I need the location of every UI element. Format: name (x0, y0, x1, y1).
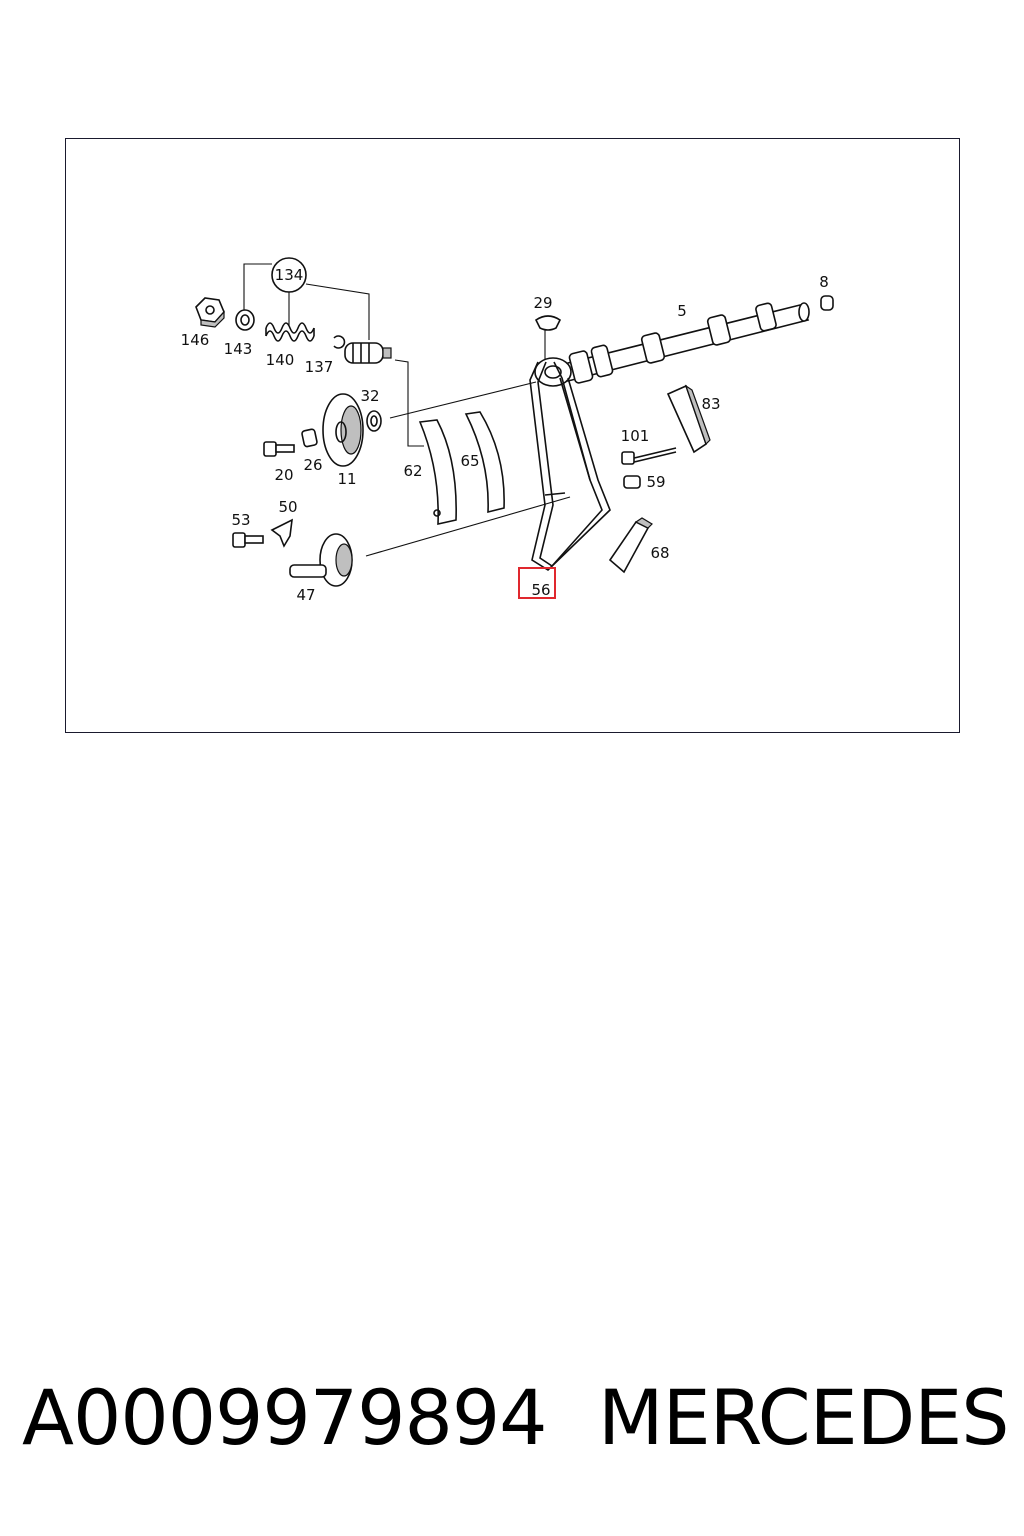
part-65-guide-rail (464, 411, 505, 514)
footer: A0009979894 MERCEDES (0, 1372, 1024, 1472)
part-143-washer (235, 309, 255, 331)
part-53-bolt (232, 532, 264, 548)
diagram-frame (65, 138, 960, 733)
part-50-bracket (270, 518, 293, 548)
part-camshaft-sprocket (534, 357, 572, 387)
label-140: 140 (266, 351, 295, 369)
label-134: 134 (275, 266, 304, 284)
part-29-plug (534, 315, 562, 331)
part-tensioner-plunger (344, 342, 392, 364)
part-47-gear-shaft (289, 533, 353, 587)
part-59-link (623, 475, 641, 489)
label-137: 137 (305, 358, 334, 376)
label-47: 47 (296, 586, 315, 604)
label-20: 20 (274, 466, 293, 484)
part-8-plug (820, 295, 834, 311)
part-26-washer (301, 428, 318, 448)
label-11: 11 (337, 470, 356, 488)
label-83: 83 (701, 395, 720, 413)
part-62-guide-rail (418, 419, 457, 526)
label-68: 68 (650, 544, 669, 562)
part-83-guide (666, 384, 711, 454)
label-59: 59 (646, 473, 665, 491)
label-65: 65 (460, 452, 479, 470)
part-137-circlip (333, 335, 346, 349)
label-143: 143 (224, 340, 253, 358)
part-56-timing-chain (529, 361, 611, 572)
label-53: 53 (231, 511, 250, 529)
label-62: 62 (403, 462, 422, 480)
label-8: 8 (819, 273, 829, 291)
part-140-spring (265, 322, 315, 342)
part-146-nut (195, 297, 225, 328)
brand-name: MERCEDES (598, 1373, 1009, 1462)
part-32-washer (366, 410, 382, 432)
callout-134 (243, 257, 370, 340)
part-number: A0009979894 (22, 1373, 548, 1462)
label-146: 146 (181, 331, 210, 349)
part-11-gear (322, 393, 364, 467)
highlight-box-56 (518, 567, 556, 599)
label-5: 5 (677, 302, 687, 320)
label-26: 26 (303, 456, 322, 474)
label-32: 32 (360, 387, 379, 405)
label-29: 29 (533, 294, 552, 312)
label-101: 101 (621, 427, 650, 445)
part-68-guide (608, 517, 653, 574)
part-5-camshaft (558, 302, 810, 384)
label-50: 50 (278, 498, 297, 516)
label-56: 56 (531, 581, 550, 599)
part-101-bolt (621, 447, 677, 465)
part-20-bolt (263, 441, 295, 457)
